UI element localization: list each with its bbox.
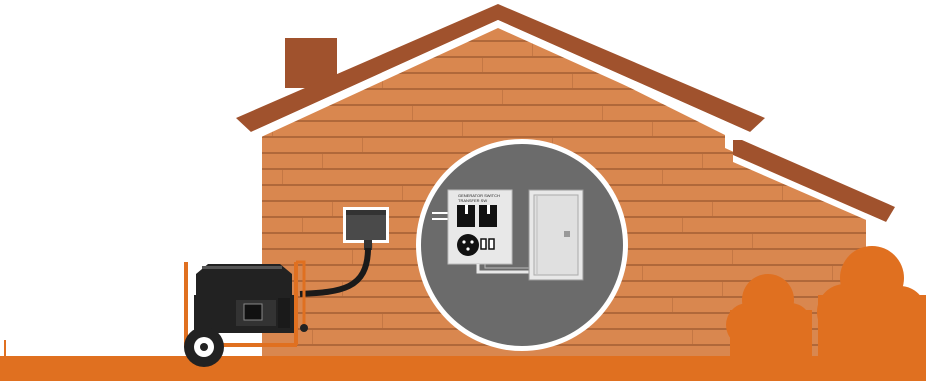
siding-board-seam bbox=[682, 218, 683, 232]
siding-board-seam bbox=[282, 170, 283, 184]
siding-board-line bbox=[262, 72, 866, 74]
conduit bbox=[476, 264, 530, 274]
power-inlet-box-icon bbox=[343, 207, 389, 250]
siding-board-seam bbox=[642, 266, 643, 280]
siding-board-seam bbox=[322, 154, 323, 168]
siding-board-seam bbox=[302, 218, 303, 232]
siding-board-seam bbox=[602, 106, 603, 120]
siding-board-seam bbox=[722, 42, 723, 56]
siding-board-seam bbox=[752, 234, 753, 248]
switch-label-line2: TRANSFER SW bbox=[458, 198, 487, 203]
siding-board-seam bbox=[312, 330, 313, 344]
ground-marker bbox=[4, 340, 6, 356]
siding-board-seam bbox=[672, 298, 673, 312]
transfer-switch-icon: GENERATOR SWITCH TRANSFER SW bbox=[447, 189, 513, 265]
extension-roof bbox=[733, 140, 895, 226]
siding-board-seam bbox=[502, 90, 503, 104]
siding-board-line bbox=[262, 136, 866, 138]
siding-board-seam bbox=[832, 266, 833, 280]
siding-board-seam bbox=[782, 186, 783, 200]
outlet-icon bbox=[457, 234, 479, 256]
power-cable bbox=[299, 247, 371, 297]
siding-board-seam bbox=[732, 250, 733, 264]
siding-board-seam bbox=[702, 154, 703, 168]
siding-board-seam bbox=[332, 202, 333, 216]
siding-board-seam bbox=[572, 74, 573, 88]
siding-board-seam bbox=[862, 58, 863, 72]
siding-board-seam bbox=[482, 58, 483, 72]
siding-board-seam bbox=[662, 170, 663, 184]
siding-board-seam bbox=[352, 250, 353, 264]
siding-board-line bbox=[262, 88, 866, 90]
siding-board-seam bbox=[832, 26, 833, 40]
siding-board-seam bbox=[652, 122, 653, 136]
siding-board-seam bbox=[342, 42, 343, 56]
siding-board-seam bbox=[362, 138, 363, 152]
siding-board-seam bbox=[402, 186, 403, 200]
breaker-panel-icon bbox=[528, 189, 584, 281]
siding-board-line bbox=[262, 344, 866, 346]
switch-label-line1: GENERATOR SWITCH bbox=[458, 193, 500, 198]
siding-board-seam bbox=[692, 330, 693, 344]
bush-small bbox=[726, 274, 812, 356]
siding-board-seam bbox=[712, 202, 713, 216]
siding-board-seam bbox=[382, 314, 383, 328]
portable-generator-icon bbox=[184, 260, 308, 367]
siding-board-line bbox=[262, 104, 866, 106]
ground bbox=[0, 356, 926, 381]
siding-board-seam bbox=[762, 74, 763, 88]
siding-board-seam bbox=[532, 42, 533, 56]
siding-board-seam bbox=[722, 282, 723, 296]
siding-board-seam bbox=[792, 106, 793, 120]
siding-board-seam bbox=[462, 122, 463, 136]
siding-board-seam bbox=[262, 26, 263, 40]
siding-board-seam bbox=[672, 58, 673, 72]
siding-board-seam bbox=[412, 106, 413, 120]
panel-inset: GENERATOR SWITCH TRANSFER SW bbox=[416, 139, 628, 351]
bush-large bbox=[817, 246, 926, 356]
siding-board-seam bbox=[842, 122, 843, 136]
siding-board-seam bbox=[642, 26, 643, 40]
siding-board-seam bbox=[852, 170, 853, 184]
siding-board-line bbox=[262, 120, 866, 122]
